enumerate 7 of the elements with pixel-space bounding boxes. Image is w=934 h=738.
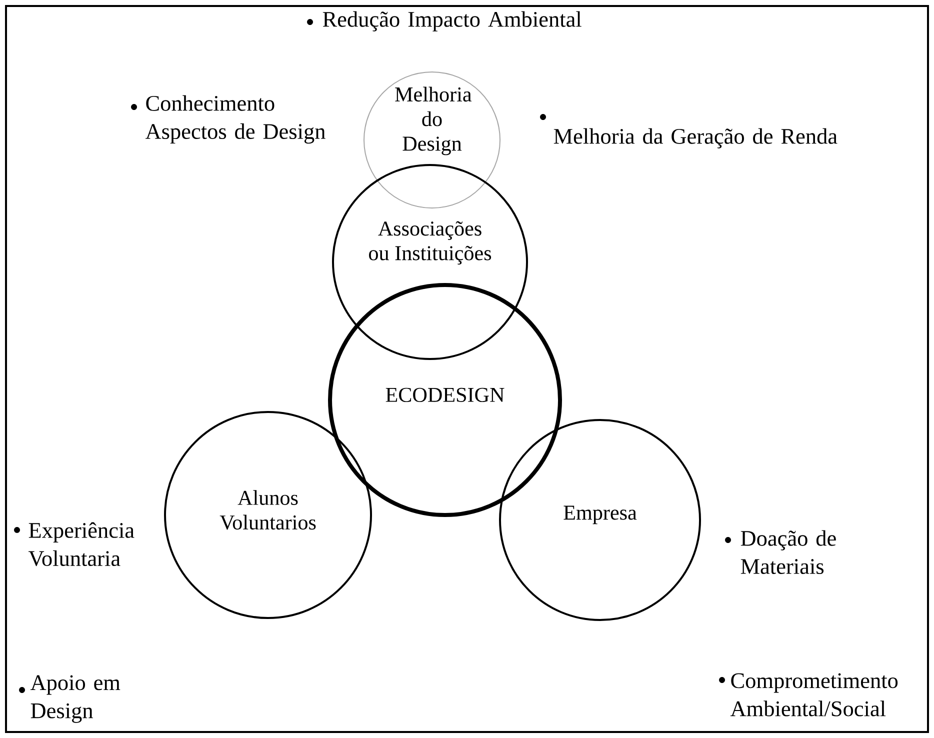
bullet-item: Comprometimento Ambiental/Social [719, 673, 898, 716]
bullet-item: Apoio em Design [19, 675, 120, 723]
bullet-item: Redução Impacto Ambiental [307, 11, 582, 32]
bullet-item: Conhecimento Aspectos de Design [131, 95, 326, 144]
bullet-item: Melhoria da Geração de Renda [540, 114, 838, 148]
bullet-item: Experiência Voluntaria [14, 522, 134, 566]
bullet-item: Doação de Materiais [725, 530, 836, 574]
